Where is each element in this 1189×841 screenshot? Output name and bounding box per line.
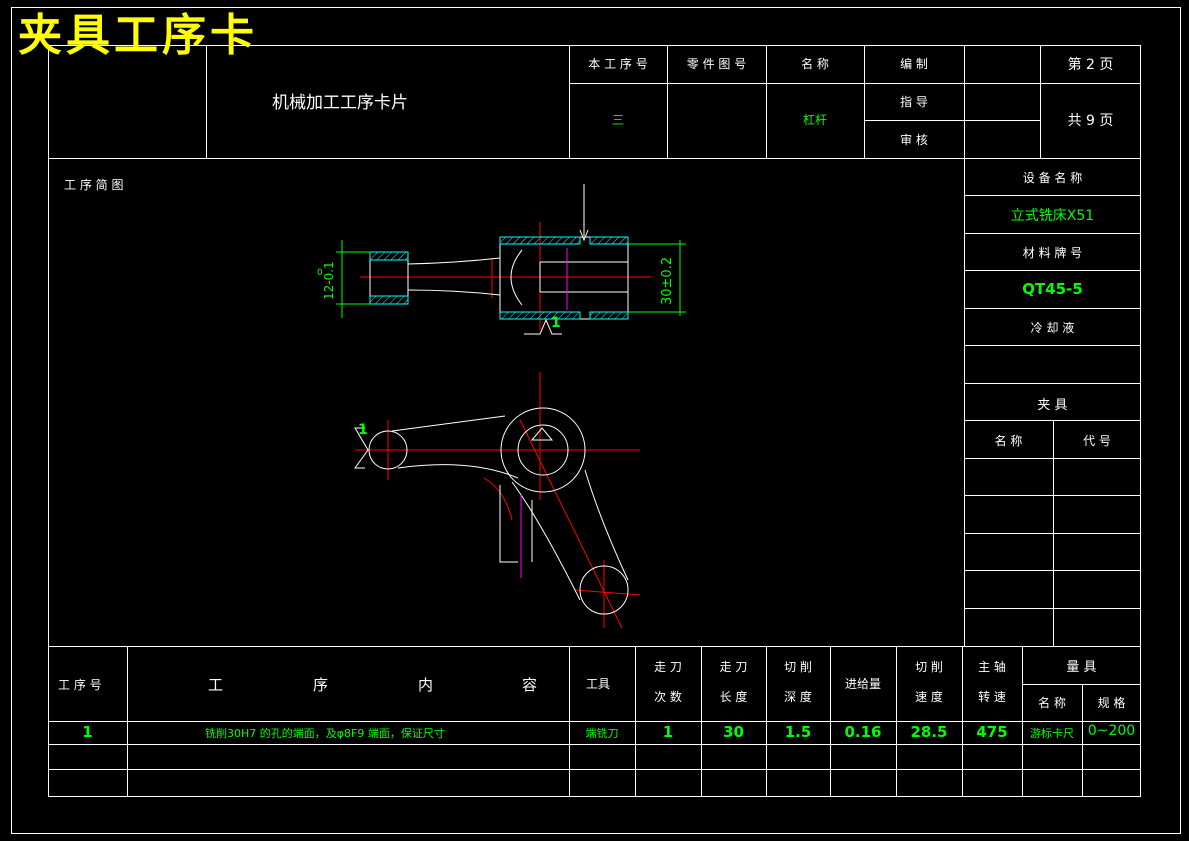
- hdr-content-2: 序: [313, 676, 329, 694]
- hdr-spindle-2: 转 速: [978, 690, 1006, 704]
- fixture-name-label: 名 称: [994, 434, 1023, 448]
- equipment-label: 设 备 名 称: [1022, 171, 1083, 185]
- hdr-step: 工 序 号: [58, 678, 102, 692]
- equipment-value: 立式铣床X51: [1010, 208, 1095, 224]
- cell-step: 1: [82, 723, 93, 741]
- cell-content: 铣削30H7 的孔的端面，及φ8F9 端面，保证尺寸: [205, 727, 445, 740]
- material-label: 材 料 牌 号: [1022, 246, 1083, 260]
- part-name-value: 杠杆: [802, 113, 827, 127]
- card-name: 机械加工工序卡片: [272, 93, 408, 113]
- material-value: QT45-5: [1022, 280, 1083, 298]
- locating-mark-bottom: 1: [358, 422, 368, 438]
- process-no-label: 本 工 序 号: [588, 57, 648, 71]
- cell-spindle: 475: [976, 723, 1008, 741]
- cell-gauge-name: 游标卡尺: [1030, 727, 1074, 740]
- cell-passes: 1: [662, 723, 674, 741]
- hdr-length-2: 长 度: [719, 690, 748, 704]
- hdr-length-1: 走 刀: [719, 660, 748, 674]
- hdr-gauge: 量 具: [1066, 660, 1097, 675]
- name-label: 名 称: [801, 57, 829, 71]
- cell-length: 30: [723, 723, 744, 741]
- hdr-depth-2: 深 度: [784, 690, 812, 704]
- locating-mark-top: 1: [551, 315, 561, 331]
- plan-view: [354, 372, 641, 629]
- review-label: 审 核: [900, 133, 928, 147]
- guide-label: 指 导: [900, 95, 928, 109]
- hdr-passes-2: 次 数: [654, 690, 682, 704]
- page-number: 第 2 页: [1067, 57, 1114, 73]
- hdr-feed: 进给量: [844, 677, 881, 691]
- hdr-content-4: 容: [522, 676, 538, 694]
- hdr-gauge-spec: 规 格: [1097, 696, 1126, 710]
- process-no-value: 三: [611, 113, 624, 127]
- drawing-border: [11, 7, 1181, 834]
- hdr-spindle-1: 主 轴: [978, 660, 1006, 674]
- cell-feed: 0.16: [844, 723, 882, 741]
- cell-tool: 端铣刀: [585, 727, 619, 740]
- dim-left-label: 12-0.1: [322, 261, 336, 300]
- section-view: [336, 184, 686, 335]
- hdr-speed-1: 切 削: [915, 660, 943, 674]
- hdr-depth-1: 切 削: [784, 660, 812, 674]
- hdr-content-3: 内: [418, 676, 434, 694]
- prepared-label: 编 制: [900, 57, 928, 71]
- total-pages: 共 9 页: [1067, 113, 1114, 129]
- sketch-label: 工 序 简 图: [64, 178, 124, 192]
- dim-right-label: 30±0.2: [660, 256, 675, 305]
- cell-speed: 28.5: [910, 723, 948, 741]
- hdr-tool: 工具: [586, 677, 611, 691]
- cell-gauge-spec: 0~200: [1087, 723, 1136, 739]
- dim-left-sup: 0: [317, 268, 323, 278]
- fixture-code-label: 代 号: [1083, 434, 1111, 448]
- hdr-content-1: 工: [208, 676, 224, 694]
- part-drawing-label: 零 件 图 号: [686, 57, 747, 71]
- cell-depth: 1.5: [784, 723, 812, 741]
- fixture-label: 夹 具: [1037, 398, 1068, 413]
- hdr-passes-1: 走 刀: [654, 660, 682, 674]
- hdr-speed-2: 速 度: [915, 690, 943, 704]
- hdr-gauge-name: 名 称: [1038, 696, 1066, 710]
- page-title: 夹具工序卡: [18, 10, 258, 61]
- coolant-label: 冷 却 液: [1030, 321, 1075, 335]
